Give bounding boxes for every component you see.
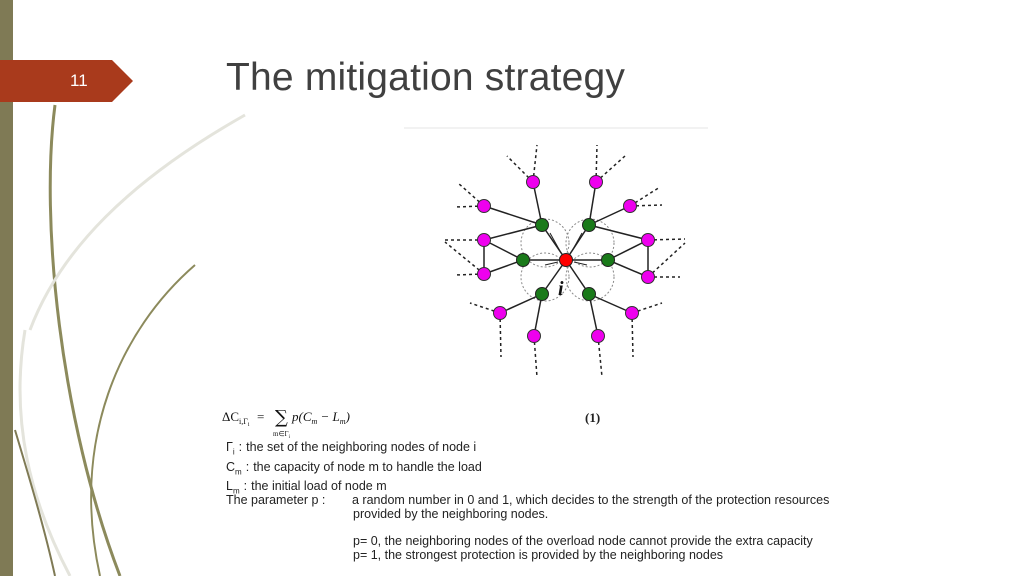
formula-c-sub: m [312,417,318,426]
parameter-label: The parameter p : [226,493,326,507]
neighbor-nodes [516,218,615,301]
equation-number: (1) [585,410,601,425]
formula-lhs-subsub: i [248,422,250,428]
slide-title: The mitigation strategy [226,56,626,99]
arrows [544,232,588,266]
definition-symbol: Cm [226,459,242,477]
parameter-case-1: p= 1, the strongest protection is provid… [353,548,724,562]
parameter-case-0: p= 0, the neighboring nodes of the overl… [353,534,813,548]
definition-row: Γi : the set of the neighboring nodes of… [226,440,482,460]
center-node-label: i [558,278,564,300]
svg-text:=: = [257,409,264,424]
decorative-swoosh [14,104,246,576]
formula-equation: ΔCi,Γi = ∑ m∈Γi p(Cm − Lm) [222,407,350,440]
definition-symbol: Lm [226,479,240,496]
definition-text: the initial load of node m [251,479,387,493]
parameter-line1: a random number in 0 and 1, which decide… [352,493,830,507]
center-node [559,253,573,267]
slide-number-tab [0,60,133,102]
sum-sub: m∈Γ [273,430,289,438]
formula-close: ) [345,409,350,424]
definition-text: the capacity of node m to handle the loa… [253,459,482,474]
svg-text:p(Cm − Lm): p(Cm − Lm) [291,409,350,426]
sum-subsub: i [289,435,291,440]
definitions-list: Γi : the set of the neighboring nodes of… [226,440,482,499]
formula-lhs: ΔC [222,409,239,424]
definition-text: the set of the neighboring nodes of node… [246,440,477,454]
outer-nodes [477,175,655,343]
sum-sign: ∑ [275,407,288,428]
formula-l-sub: m [340,417,346,426]
parameter-description: The parameter p : a random number in 0 an… [226,493,829,562]
formula-lhs-sub: i,Γ [239,417,248,426]
definition-row: Cm : the capacity of node m to handle th… [226,460,482,480]
network-diagram: i [404,127,708,378]
parameter-line2: provided by the neighboring nodes. [353,507,549,521]
slide-number: 11 [70,71,88,90]
left-accent-bar [0,0,13,576]
svg-text:m∈Γi: m∈Γi [273,430,291,440]
formula-minus: − L [317,409,340,424]
svg-text:ΔCi,Γi: ΔCi,Γi [222,409,250,428]
formula-rhs: p(C [291,409,312,424]
definition-symbol: Γi [226,440,235,457]
definition-row: Lm : the initial load of node m [226,479,482,499]
